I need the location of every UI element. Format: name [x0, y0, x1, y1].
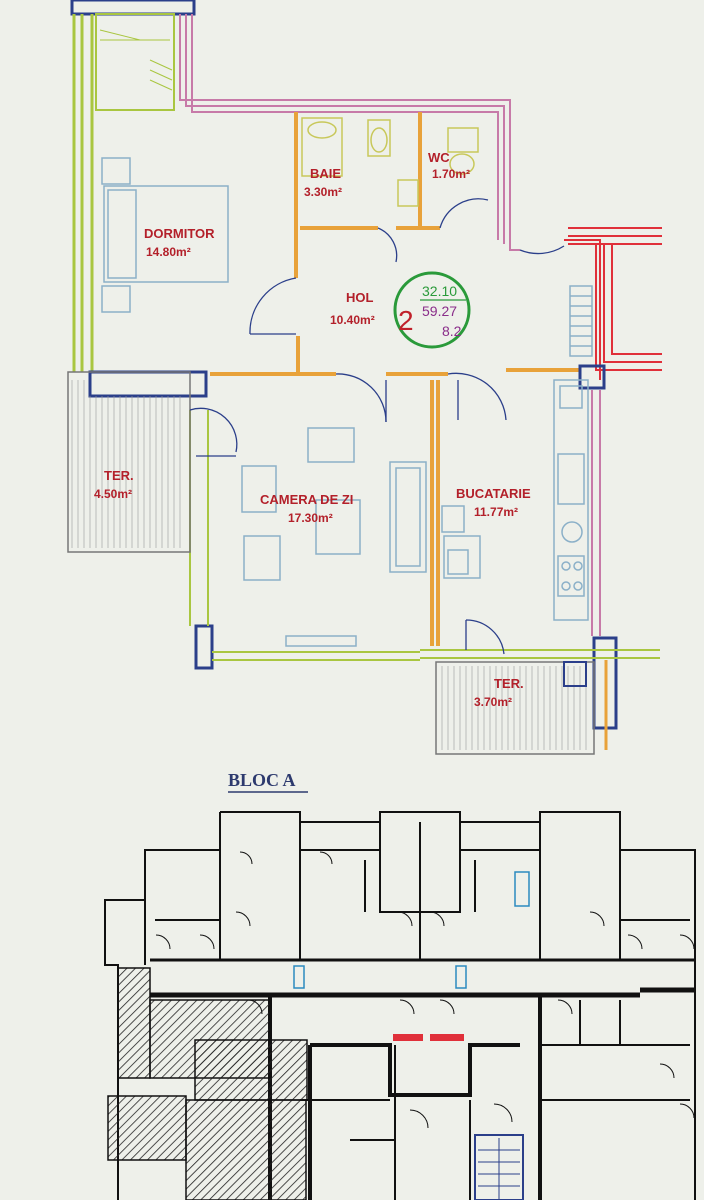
block-hatched-terraces [107, 967, 308, 1200]
block-plan [104, 811, 696, 1200]
kitchen-fixtures [441, 379, 589, 621]
total-area: 59.27 [422, 303, 457, 319]
room-area-hol: 10.40m² [330, 313, 375, 327]
apartment-number: 2 [398, 305, 414, 336]
wardrobe [99, 29, 173, 91]
room-name-baie: BAIE [310, 166, 341, 181]
top-stub-wall [70, 0, 196, 16]
living-furniture [241, 427, 427, 647]
room-name-wc: WC [428, 150, 450, 165]
room-area-dormitor: 14.80m² [146, 245, 191, 259]
terrace-area: 8.2 [442, 323, 462, 339]
interior-walls-orange [210, 112, 580, 646]
apartment-tag-circle [393, 271, 471, 349]
block-doors [155, 851, 695, 1129]
doors [189, 198, 565, 655]
bed [101, 157, 229, 313]
block-blue-marks [293, 871, 530, 989]
exterior-wall-left [72, 13, 175, 372]
room-name-ter-bottom: TER. [494, 676, 524, 691]
living-room-walls [189, 410, 660, 661]
room-name-camera-de-zi: CAMERA DE ZI [260, 492, 353, 507]
room-name-ter-left: TER. [104, 468, 134, 483]
room-area-bucatarie: 11.77m² [474, 505, 518, 519]
room-name-dormitor: DORMITOR [144, 226, 215, 241]
room-name-hol: HOL [346, 290, 374, 305]
room-area-wc: 1.70m² [432, 167, 470, 181]
terrace-bottom [435, 660, 608, 755]
apartment-tag: 2 32.10 59.27 8.2 [393, 271, 471, 349]
bathroom-fixtures [301, 117, 479, 207]
room-area-camera-de-zi: 17.30m² [288, 511, 333, 525]
room-name-bucatarie: BUCATARIE [456, 486, 531, 501]
apartment-plan: DORMITOR 14.80m² BAIE 3.30m² WC 1.70m² H… [67, 0, 662, 755]
block-red-marks [393, 1034, 464, 1041]
useful-area: 32.10 [422, 283, 457, 299]
radiators [569, 285, 593, 357]
kitchen-right-wall [591, 390, 601, 636]
interior-walls-blue [88, 364, 618, 730]
room-area-baie: 3.30m² [304, 185, 342, 199]
room-area-ter-left: 4.50m² [94, 487, 132, 501]
exterior-wall-top [179, 14, 662, 380]
block-title: BLOC A [228, 770, 296, 790]
room-area-ter-bottom: 3.70m² [474, 695, 512, 709]
terrace-left [67, 371, 191, 553]
